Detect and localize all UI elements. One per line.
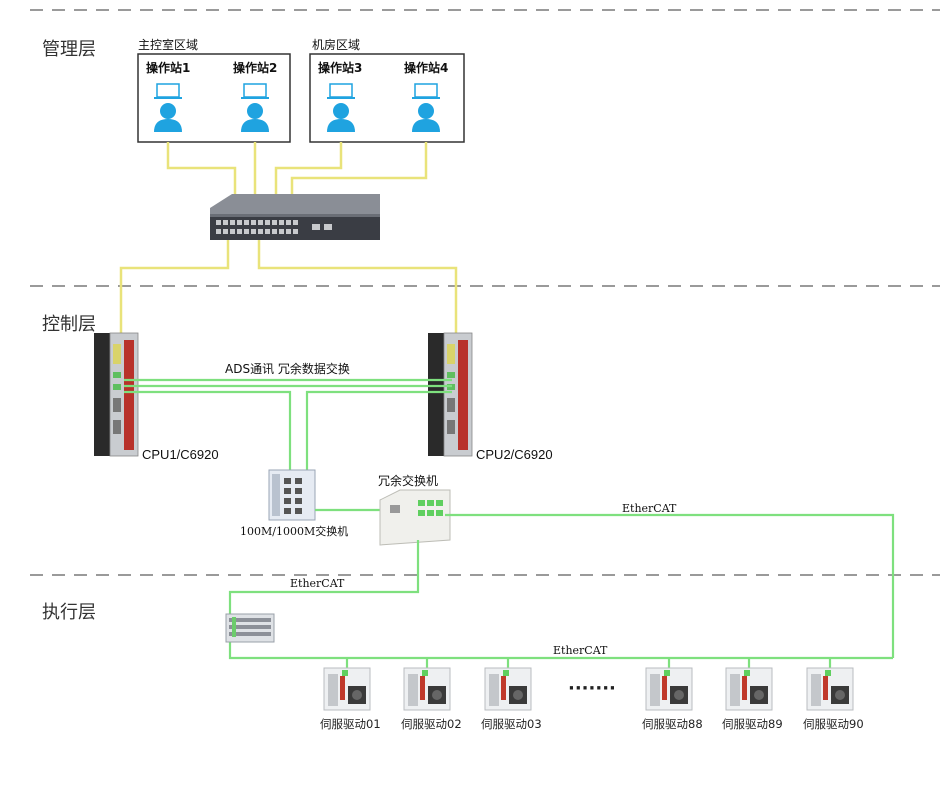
machine-room-area-box — [309, 53, 465, 143]
servo-drive-icon — [403, 667, 451, 711]
gigabit-switch-icon — [268, 469, 316, 521]
industrial-pc-icon — [428, 332, 473, 457]
layer-label-control: 控制层 — [42, 314, 96, 335]
servo-drive-icon — [725, 667, 773, 711]
industrial-pc-icon — [94, 332, 139, 457]
drive-label-03: 伺服驱动03 — [481, 717, 542, 731]
station-label-4: 操作站4 — [404, 60, 448, 75]
ethernet-link-station3 — [274, 142, 343, 218]
operator-user-icon — [412, 83, 440, 132]
area-label-main-control: 主控室区域 — [138, 37, 198, 52]
ethernet-link-station1 — [166, 142, 237, 218]
ethercat-label-bottom: EtherCAT — [553, 644, 608, 657]
drive-ellipsis: ······· — [568, 678, 616, 699]
drive-label-01: 伺服驱动01 — [320, 717, 381, 731]
cpu2-label: CPU2/C6920 — [476, 447, 553, 462]
ethernet-link-cpu1 — [119, 240, 230, 345]
network-switch-icon — [210, 194, 380, 240]
gigabit-switch-label: 100M/1000M交换机 — [240, 524, 348, 538]
servo-drive-icon — [645, 667, 693, 711]
servo-drive-icon — [806, 667, 854, 711]
ethercat-label-left: EtherCAT — [290, 577, 345, 590]
redundant-switch-label: 冗余交换机 — [378, 473, 438, 488]
station-label-2: 操作站2 — [233, 60, 277, 75]
drive-label-89: 伺服驱动89 — [722, 717, 783, 731]
cpu1-to-switch-link — [124, 390, 292, 475]
redundant-switch-icon — [379, 489, 451, 546]
operator-user-icon — [327, 83, 355, 132]
area-label-machine-room: 机房区域 — [312, 37, 360, 52]
main-control-area-box — [137, 53, 291, 143]
drive-label-88: 伺服驱动88 — [642, 717, 703, 731]
operator-user-icon — [241, 83, 269, 132]
cpu1-label: CPU1/C6920 — [142, 447, 219, 462]
drive-label-90: 伺服驱动90 — [803, 717, 864, 731]
operator-user-icon — [154, 83, 182, 132]
servo-drive-icon — [484, 667, 532, 711]
ads-link-label: ADS通讯 冗余数据交换 — [225, 361, 350, 376]
drive-label-02: 伺服驱动02 — [401, 717, 462, 731]
station-label-3: 操作站3 — [318, 60, 362, 75]
ethercat-coupler-icon — [225, 613, 275, 643]
layer-label-management: 管理层 — [42, 39, 96, 60]
layer-label-execution: 执行层 — [42, 602, 96, 623]
ethercat-label-top: EtherCAT — [622, 502, 677, 515]
ethercat-ring-right — [445, 513, 895, 658]
ethercat-ring-left — [228, 540, 893, 660]
ethernet-link-cpu2 — [257, 240, 458, 345]
servo-drive-icon — [323, 667, 371, 711]
cpu2-to-switch-link — [305, 390, 452, 475]
station-label-1: 操作站1 — [146, 60, 190, 75]
